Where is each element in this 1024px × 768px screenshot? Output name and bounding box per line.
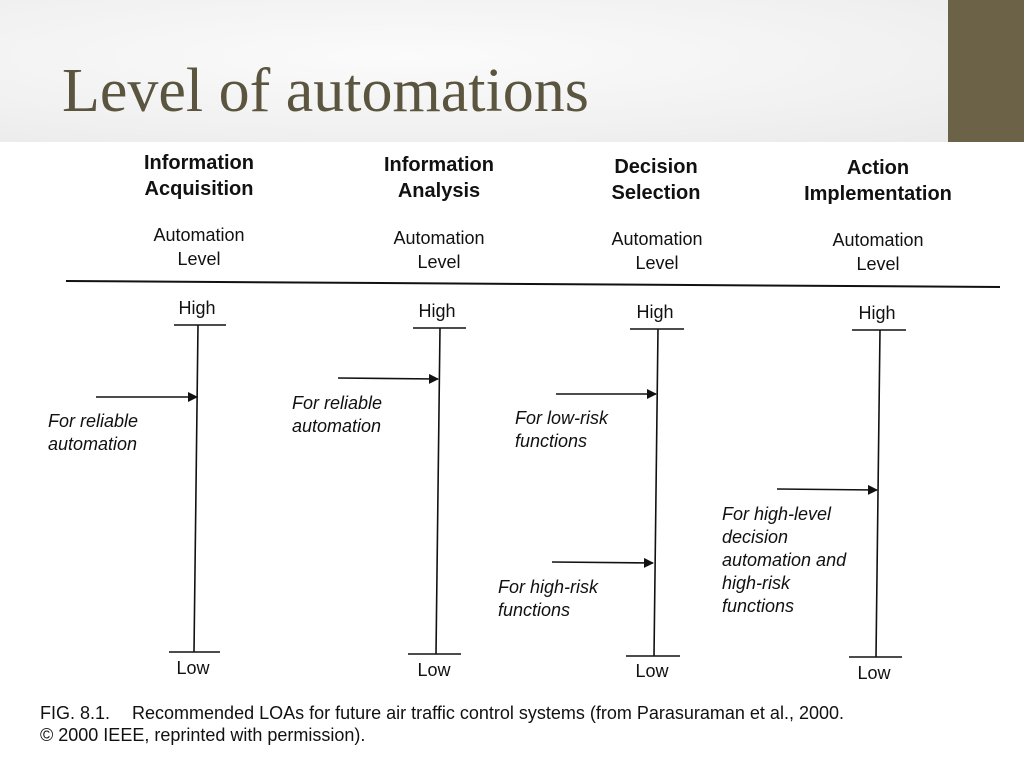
caption-line-1: FIG. 8.1. Recommended LOAs for future air… bbox=[40, 702, 1010, 724]
figure-caption: FIG. 8.1. Recommended LOAs for future air… bbox=[40, 702, 1010, 746]
column-4-high-label: High bbox=[858, 303, 896, 323]
column-3-level-line2: Level bbox=[635, 253, 679, 273]
column-2-low-label: Low bbox=[417, 660, 451, 680]
column-2-heading-line1: Information bbox=[384, 154, 494, 176]
column-3-low-label: Low bbox=[635, 661, 669, 681]
column-1-high-label: High bbox=[178, 298, 216, 318]
caption-line-2: © 2000 IEEE, reprinted with permission). bbox=[40, 725, 366, 745]
column-4-level-line1: Automation bbox=[832, 230, 924, 250]
header-rule bbox=[65, 280, 1001, 288]
column-1-annotation: For reliable automation bbox=[48, 411, 139, 454]
column-2-level-label: Automation Level bbox=[359, 226, 519, 274]
slide-title: Level of automations bbox=[62, 57, 589, 125]
arrow-4 bbox=[776, 484, 878, 495]
column-4-level-line2: Level bbox=[856, 254, 900, 274]
loa-figure: Information Acquisition Automation Level… bbox=[0, 142, 1024, 768]
column-1-low-label: Low bbox=[176, 658, 210, 678]
header-background bbox=[0, 0, 1024, 142]
column-3-annotation-low-risk: For low-risk functions bbox=[515, 408, 608, 451]
axis-1 bbox=[193, 324, 199, 653]
column-2-annotation: For reliable automation bbox=[292, 393, 383, 436]
column-2-heading: Information Analysis bbox=[329, 152, 549, 204]
column-4-heading-line1: Action bbox=[846, 157, 910, 179]
axis-4 bbox=[875, 329, 881, 658]
column-1-heading: Information Acquisition bbox=[89, 150, 309, 202]
column-3-heading-line2: Selection bbox=[611, 182, 701, 204]
column-4-heading-line2: Implementation bbox=[804, 183, 952, 205]
column-2-level-line2: Level bbox=[417, 252, 461, 272]
diagram-lines bbox=[65, 280, 1001, 658]
column-2-level-line1: Automation bbox=[393, 228, 485, 248]
caption-fig-number: FIG. 8.1. bbox=[40, 703, 111, 723]
axis-3 bbox=[653, 328, 659, 657]
column-3-high-label: High bbox=[636, 302, 674, 322]
column-3-heading: Decision Selection bbox=[546, 154, 766, 206]
arrow-3b bbox=[551, 557, 654, 568]
column-4-annotation: For high-level decision automation and h… bbox=[722, 504, 847, 616]
axis-2 bbox=[435, 327, 441, 655]
arrow-2 bbox=[337, 373, 439, 384]
column-2-high-label: High bbox=[418, 301, 456, 321]
column-1-heading-line1: Information bbox=[144, 152, 254, 174]
column-3-annotation-high-risk: For high-risk functions bbox=[498, 577, 599, 620]
accent-block bbox=[948, 0, 1024, 142]
column-3-level-line1: Automation bbox=[611, 229, 703, 249]
column-1-level-label: Automation Level bbox=[119, 223, 279, 271]
column-1-level-line2: Level bbox=[177, 249, 221, 269]
column-4-heading: Action Implementation bbox=[768, 155, 988, 207]
column-4-low-label: Low bbox=[857, 663, 891, 683]
column-3-level-label: Automation Level bbox=[577, 227, 737, 275]
column-4-level-label: Automation Level bbox=[798, 228, 958, 276]
caption-text-1: Recommended LOAs for future air traffic … bbox=[132, 703, 844, 723]
column-1-heading-line2: Acquisition bbox=[144, 178, 254, 200]
column-1-level-line1: Automation bbox=[153, 225, 245, 245]
column-2-heading-line2: Analysis bbox=[397, 180, 481, 202]
column-3-heading-line1: Decision bbox=[614, 156, 698, 178]
